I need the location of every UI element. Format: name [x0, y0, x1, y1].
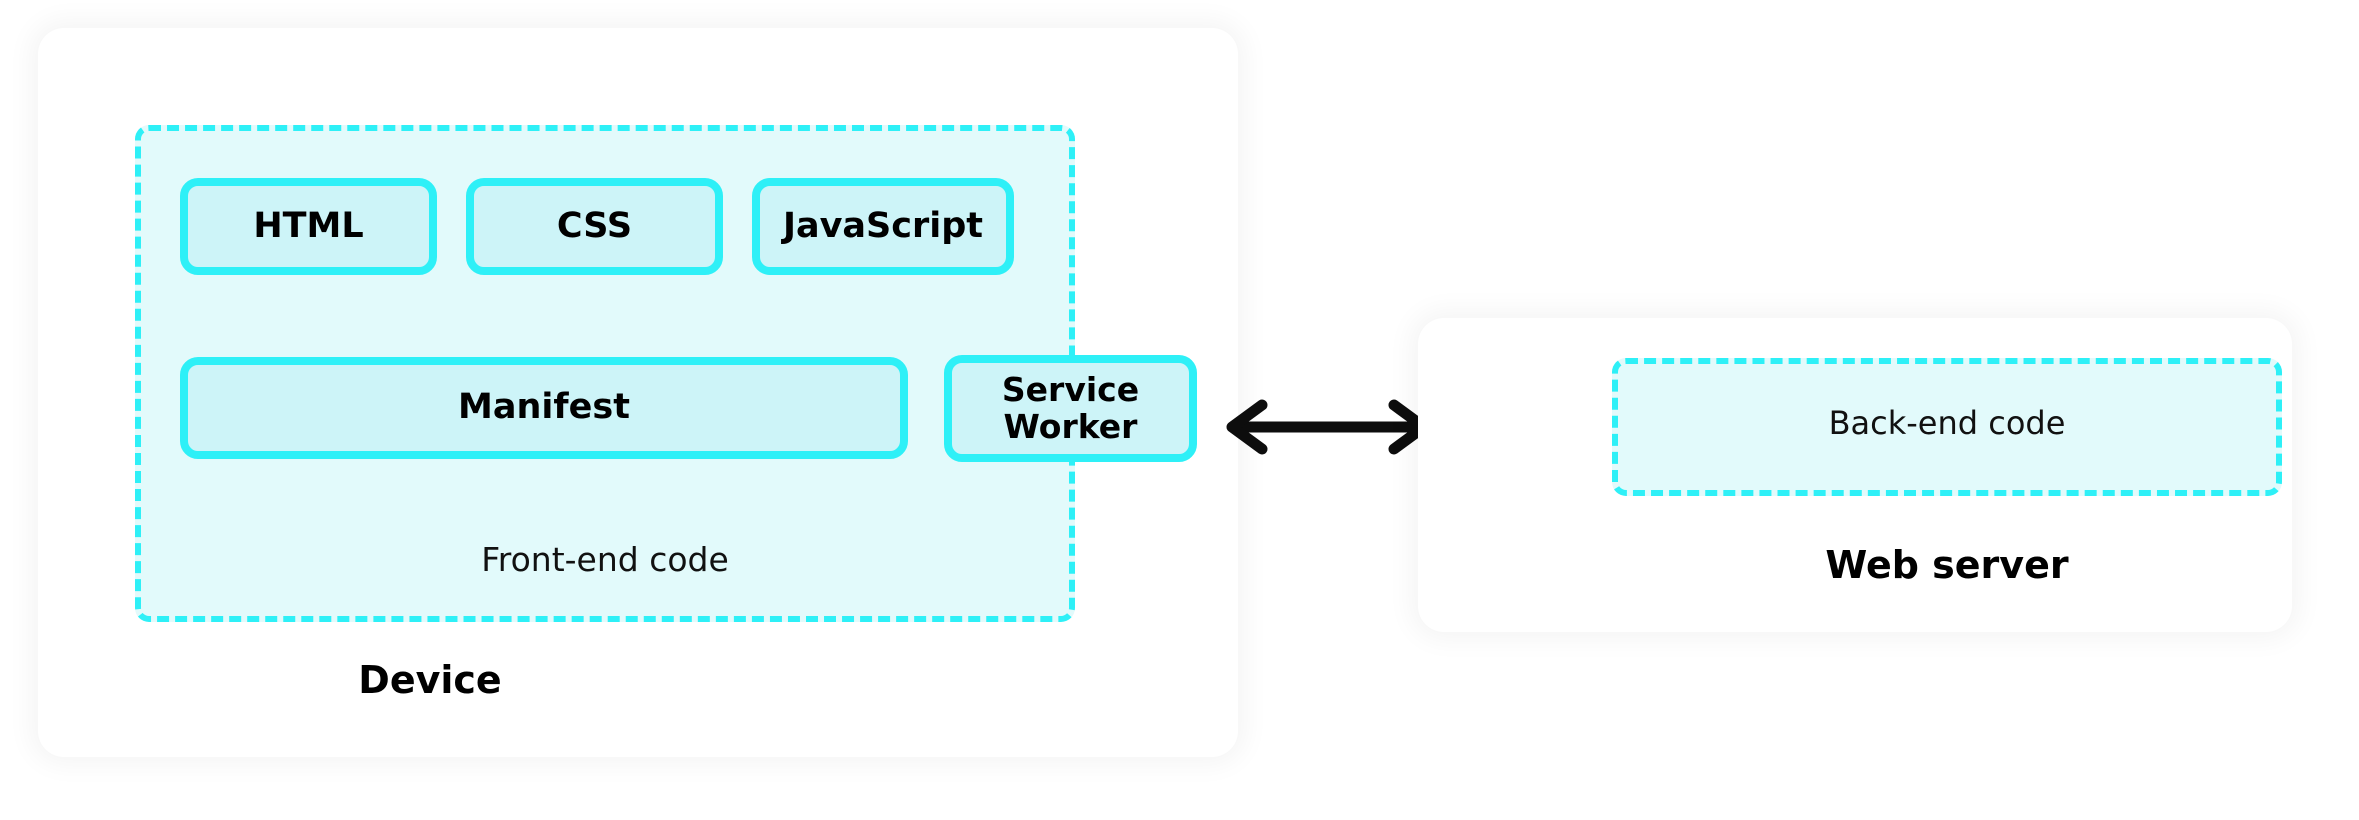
html-box: HTML	[180, 178, 437, 275]
device-card-title: Device	[358, 658, 502, 702]
service-worker-line-2: Worker	[1003, 406, 1138, 446]
frontend-code-label: Front-end code	[481, 540, 729, 579]
css-box: CSS	[466, 178, 723, 275]
javascript-box-label: JavaScript	[782, 205, 984, 246]
css-box-label: CSS	[556, 205, 633, 246]
web-server-card-title: Web server	[1825, 543, 2069, 587]
manifest-box: Manifest	[180, 357, 908, 459]
bidirectional-arrow-icon	[1226, 399, 1430, 455]
manifest-box-label: Manifest	[458, 387, 630, 428]
service-worker-line-1: Service	[1001, 369, 1140, 409]
backend-code-label: Back-end code	[1828, 404, 2066, 442]
backend-code-region	[1612, 358, 2282, 496]
javascript-box: JavaScript	[752, 178, 1014, 275]
html-box-label: HTML	[253, 205, 364, 246]
